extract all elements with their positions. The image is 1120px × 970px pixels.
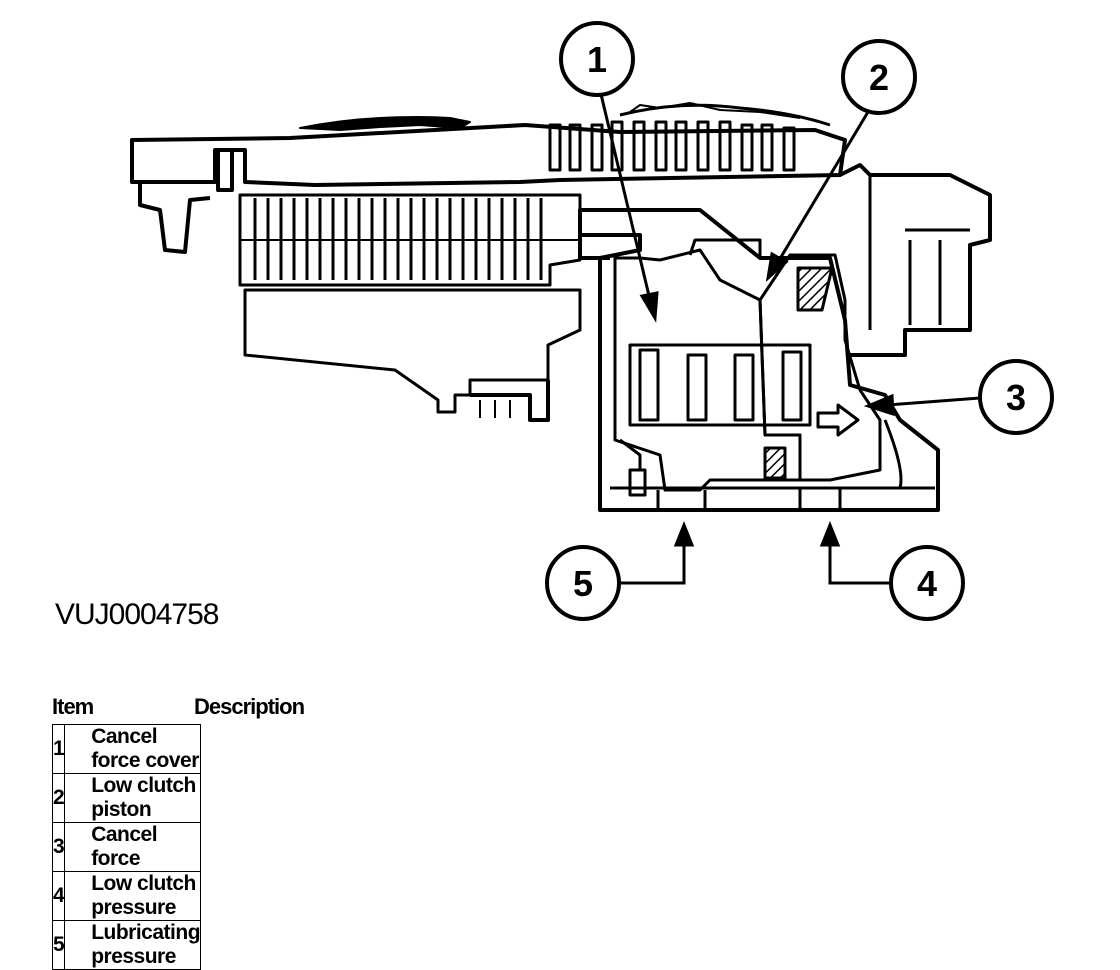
- legend-row: 5 Lubricating pressure: [51, 920, 202, 970]
- callout-4-label: 4: [917, 563, 937, 604]
- clutch-pack: [238, 193, 582, 287]
- low-clutch-piston: [758, 253, 882, 482]
- callout-4-circle: [889, 545, 965, 621]
- legend-item-description: Lubricating pressure: [64, 920, 202, 970]
- legend-item-description: Cancel force: [64, 822, 202, 872]
- callout-5-circle: [545, 545, 621, 621]
- callout-5-label: 5: [573, 563, 593, 604]
- callout-3-circle: [978, 359, 1054, 435]
- legend-table: 1 Cancel force cover 2 Low clutch piston…: [51, 724, 202, 970]
- legend-item-number: 3: [51, 822, 66, 872]
- callout-2-circle: [841, 39, 917, 115]
- legend-row: 3 Cancel force: [51, 822, 202, 872]
- legend-item-number: 5: [51, 920, 66, 970]
- upper-housing: [130, 123, 847, 187]
- legend-row: 4 Low clutch pressure: [51, 871, 202, 921]
- transmission-diagram: 1 2 3 4 5: [130, 21, 1054, 621]
- right-housing: [839, 163, 992, 357]
- callout-3-label: 3: [1006, 377, 1026, 418]
- legend-item-description: Low clutch piston: [64, 773, 202, 823]
- clutch-cross-section-drawing: 1 2 3 4 5: [130, 21, 1054, 621]
- legend-item-number: 4: [51, 871, 66, 921]
- lower-drum: [243, 288, 582, 414]
- callout-1-circle: [559, 21, 635, 97]
- callout-1-label: 1: [587, 39, 607, 80]
- callout-2-label: 2: [869, 57, 889, 98]
- base-channel: [610, 486, 935, 510]
- legend-item-description: Low clutch pressure: [64, 871, 202, 921]
- legend-row: 1 Cancel force cover: [51, 724, 202, 774]
- legend-item-header: Item: [52, 694, 94, 719]
- legend-description-header: Description: [194, 694, 305, 719]
- flow-arrow: [816, 403, 860, 437]
- legend-row: 2 Low clutch piston: [51, 773, 202, 823]
- legend-item-number: 2: [51, 773, 66, 823]
- figure-id: VUJ0004758: [55, 598, 219, 631]
- piston-housing: [578, 208, 940, 512]
- legend-item-description: Cancel force cover: [64, 724, 202, 774]
- legend-item-number: 1: [51, 724, 66, 774]
